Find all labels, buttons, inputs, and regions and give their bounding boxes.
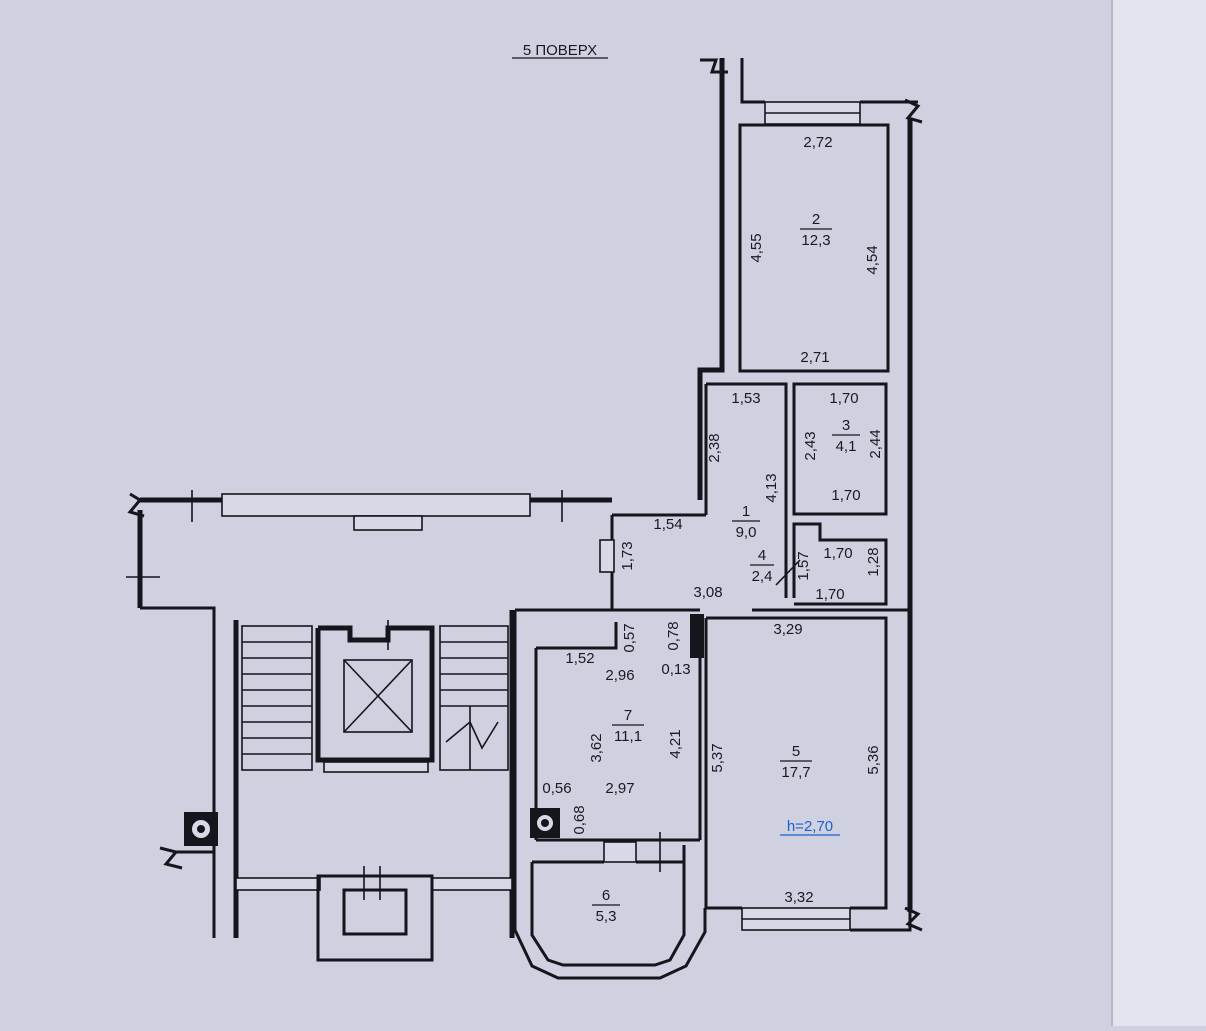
- apartment-walls: [513, 58, 923, 980]
- dimensions: 2,72 4,55 4,54 2,71 1,53 2,38 4,13 1,54 …: [542, 134, 884, 906]
- room-2-number: 2: [812, 211, 820, 228]
- dim-r5-top: 3,29: [773, 621, 802, 638]
- room-5-walls: [706, 616, 888, 910]
- lift-door: [323, 761, 429, 773]
- room-3-outline: [792, 382, 888, 516]
- dim-r1-right: 4,13: [763, 473, 780, 502]
- room-3-number: 3: [842, 417, 850, 434]
- dim-r1-bottom: 3,08: [693, 584, 722, 601]
- wall-top-left: [740, 58, 765, 104]
- stair-right-box: [439, 625, 509, 771]
- dim-r7-j: 0,68: [571, 805, 588, 834]
- dim-r7-c: 0,78: [665, 621, 682, 650]
- room-2-area: 12,3: [801, 232, 830, 249]
- dim-r7-b: 0,57: [621, 623, 638, 652]
- dim-r2-bottom: 2,71: [800, 349, 829, 366]
- corridor-wall-break: [127, 492, 145, 518]
- wall-break-bottom: [904, 906, 923, 932]
- room-4-door-swing: [775, 559, 801, 586]
- stair-window-right: [431, 877, 513, 891]
- vent-icon-stair-core: [197, 825, 205, 833]
- room-4-area: 2,4: [752, 568, 773, 585]
- room-5-area: 17,7: [781, 764, 810, 781]
- partition-pier: [690, 614, 704, 658]
- dim-r3-top: 1,70: [829, 390, 858, 407]
- room-6-number: 6: [602, 887, 610, 904]
- room-5-number: 5: [792, 743, 800, 760]
- lift-shaft-wall: [315, 625, 435, 763]
- wall-break-right: [904, 98, 923, 124]
- wall-bottom-right: [850, 912, 912, 932]
- room-1-right-wall: [706, 382, 788, 598]
- dim-r7-f: 3,62: [588, 733, 605, 762]
- dim-r4-bottom: 1,70: [815, 586, 844, 603]
- room-6-bay-outer: [513, 610, 707, 980]
- dim-r7-d: 2,96: [605, 667, 634, 684]
- room-4-outline: [792, 522, 888, 606]
- room-1-area: 9,0: [736, 524, 757, 541]
- dim-r4-left: 1,57: [795, 551, 812, 580]
- dim-r1-mid: 1,54: [653, 516, 682, 533]
- room-6-area: 5,3: [596, 908, 617, 925]
- vent-icon-room-7-core: [541, 819, 549, 827]
- stair-flight-right: [439, 625, 509, 771]
- wall-left-wing: [697, 58, 725, 500]
- dim-r5-left: 5,37: [709, 743, 726, 772]
- stair-direction-arrow: [445, 720, 499, 750]
- room-6-bay-inner: [530, 845, 686, 967]
- dim-r7-e: 0,13: [661, 661, 690, 678]
- wall-break-top: [700, 58, 728, 74]
- dim-r4-top: 1,70: [823, 545, 852, 562]
- room-7-top-wall: [536, 622, 618, 650]
- dim-r1-left: 2,38: [706, 433, 723, 462]
- floor-title: 5 ПОВЕРХ: [523, 42, 597, 59]
- dim-r3-left: 2,43: [802, 431, 819, 460]
- entrance-block-outer: [316, 874, 434, 962]
- stair-window-left: [235, 877, 321, 891]
- room-4-number: 4: [758, 547, 766, 564]
- ceiling-height: h=2,70: [787, 818, 833, 835]
- lift-car: [343, 659, 413, 733]
- dim-r1-side: 1,73: [619, 541, 636, 570]
- dim-r5-bottom: 3,32: [784, 889, 813, 906]
- room-7-area: 11,1: [614, 728, 642, 745]
- room-labels: 2 12,3 1 9,0 3 4,1 4 2,4 5 17,7 6 5,3 7 …: [592, 211, 860, 925]
- stairwell: [126, 490, 612, 962]
- paper-edge: [1112, 0, 1206, 1026]
- stair-wall-break: [159, 846, 183, 870]
- dim-r7-h: 0,56: [542, 780, 571, 797]
- dim-r4-right: 1,28: [865, 547, 882, 576]
- corridor-notch: [353, 515, 423, 531]
- dim-r7-i: 2,97: [605, 780, 634, 797]
- entrance-door: [599, 539, 615, 573]
- dim-r2-top: 2,72: [803, 134, 832, 151]
- dim-r7-g: 4,21: [667, 729, 684, 758]
- corridor-top-ledge: [221, 493, 531, 517]
- dim-r2-left: 4,55: [748, 233, 765, 262]
- dim-r3-right: 2,44: [867, 429, 884, 458]
- dim-r2-right: 4,54: [864, 245, 881, 274]
- stair-flight-left: [241, 625, 313, 771]
- dim-r1-top: 1,53: [731, 390, 760, 407]
- dim-r5-right: 5,36: [865, 745, 882, 774]
- room-1-number: 1: [742, 503, 750, 520]
- dim-r7-a: 1,52: [565, 650, 594, 667]
- room-6-door: [603, 841, 637, 863]
- entrance-block-inner: [342, 888, 408, 936]
- dim-r3-bottom: 1,70: [831, 487, 860, 504]
- lift-car-cross-b: [343, 659, 413, 733]
- room-2-outline: [738, 123, 890, 373]
- stair-left-box: [241, 625, 313, 771]
- room-3-area: 4,1: [836, 438, 857, 455]
- stair-left-wall: [140, 606, 216, 830]
- room-7-number: 7: [624, 707, 632, 724]
